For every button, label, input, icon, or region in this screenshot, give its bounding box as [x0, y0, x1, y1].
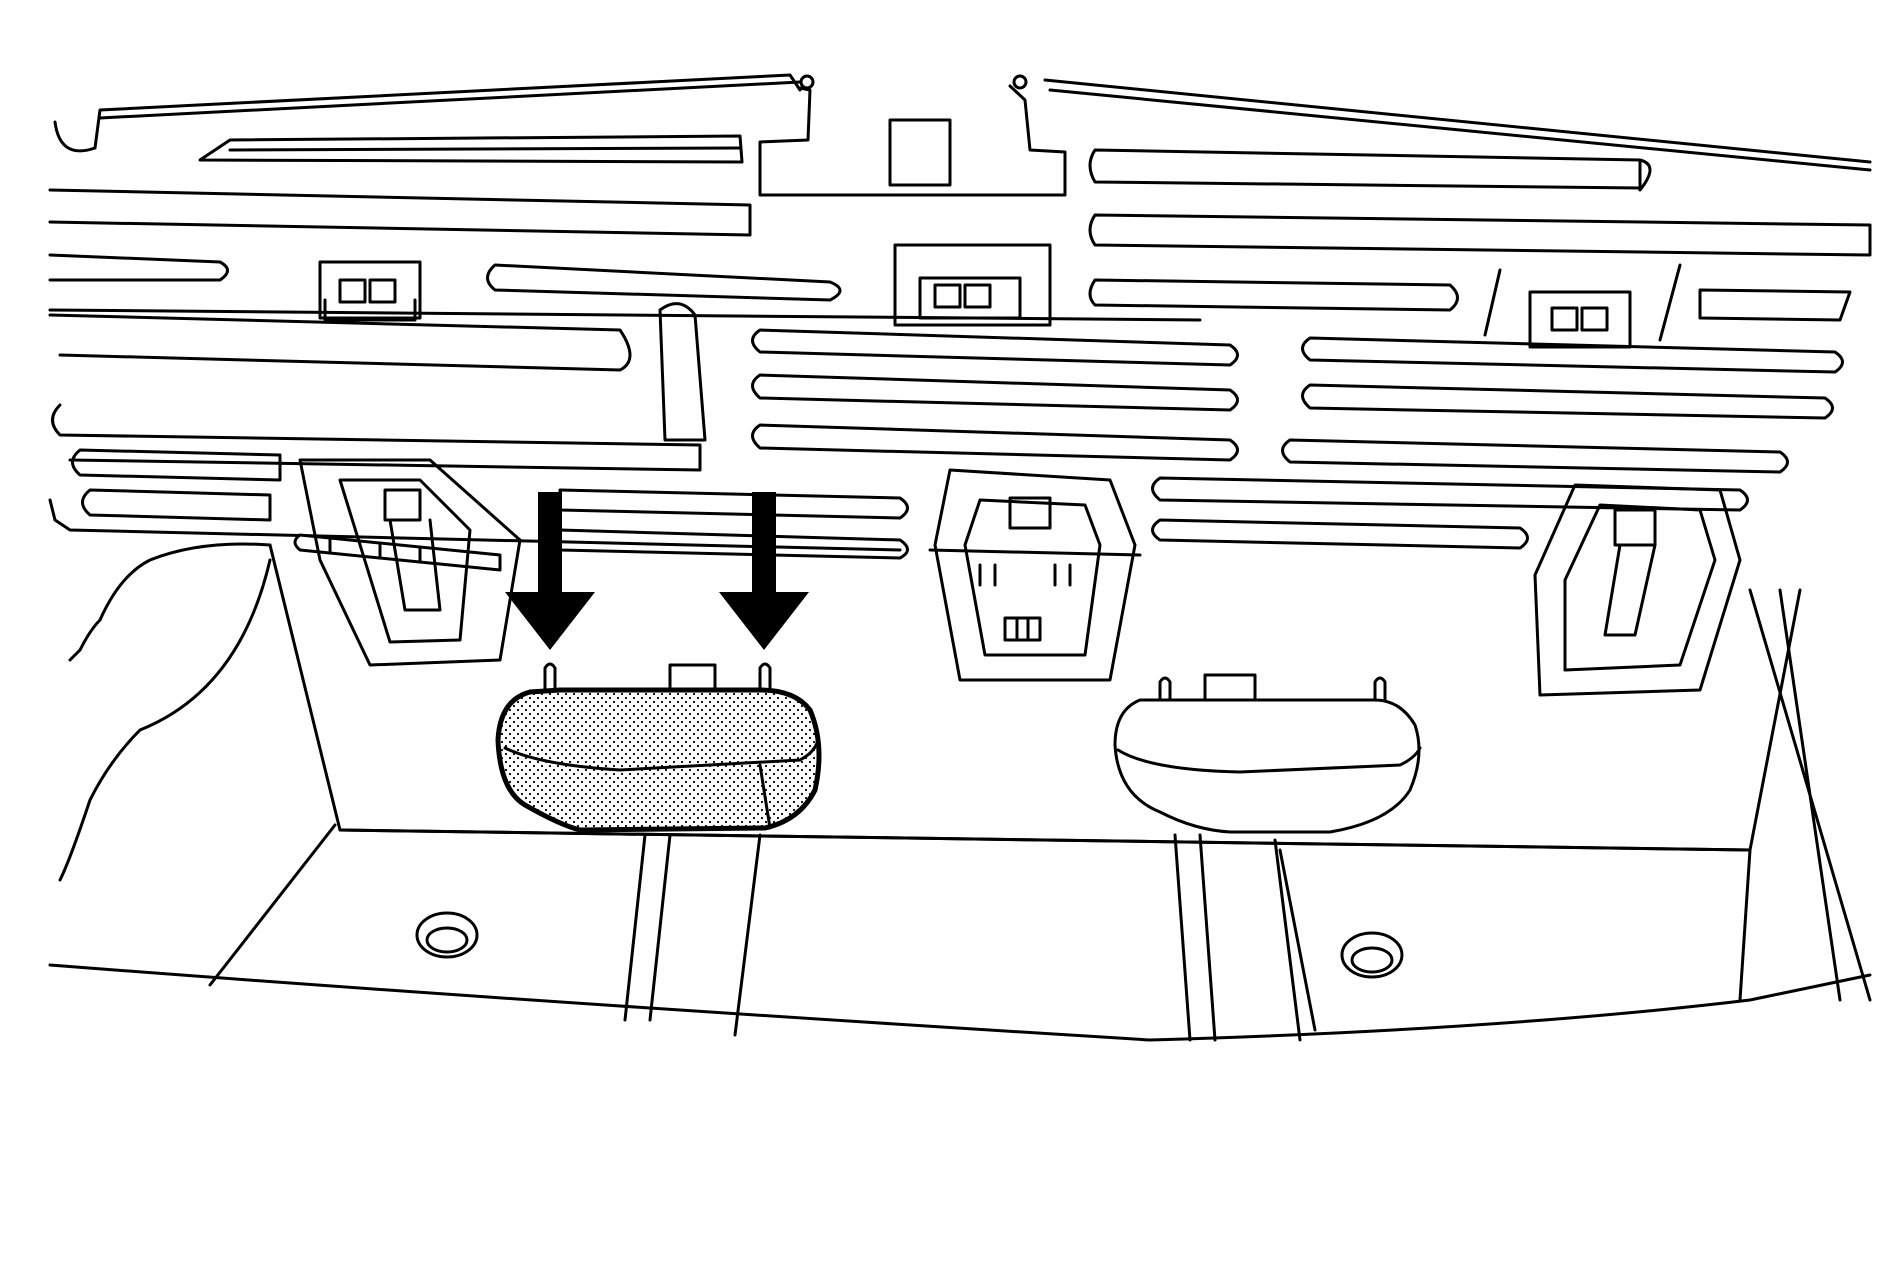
- upper-slats: [48, 134, 1872, 472]
- removal-arrows: [505, 492, 809, 650]
- housing-right: [1533, 483, 1742, 697]
- clip-left: [318, 260, 422, 322]
- middle-slats: [48, 328, 1844, 560]
- clip-right: [1528, 290, 1632, 349]
- roof-top-edge: [53, 73, 1872, 197]
- housing-left: [298, 458, 522, 667]
- dome-lamp-installed: [1113, 673, 1422, 834]
- clip-center: [893, 243, 1052, 327]
- arrow-down-left: [505, 492, 595, 650]
- arrow-down-right: [719, 492, 809, 650]
- housing-center: [928, 468, 1142, 682]
- lower-panel: [48, 542, 1872, 1042]
- dome-lamp-removed: [495, 662, 822, 833]
- clips: [318, 243, 1632, 349]
